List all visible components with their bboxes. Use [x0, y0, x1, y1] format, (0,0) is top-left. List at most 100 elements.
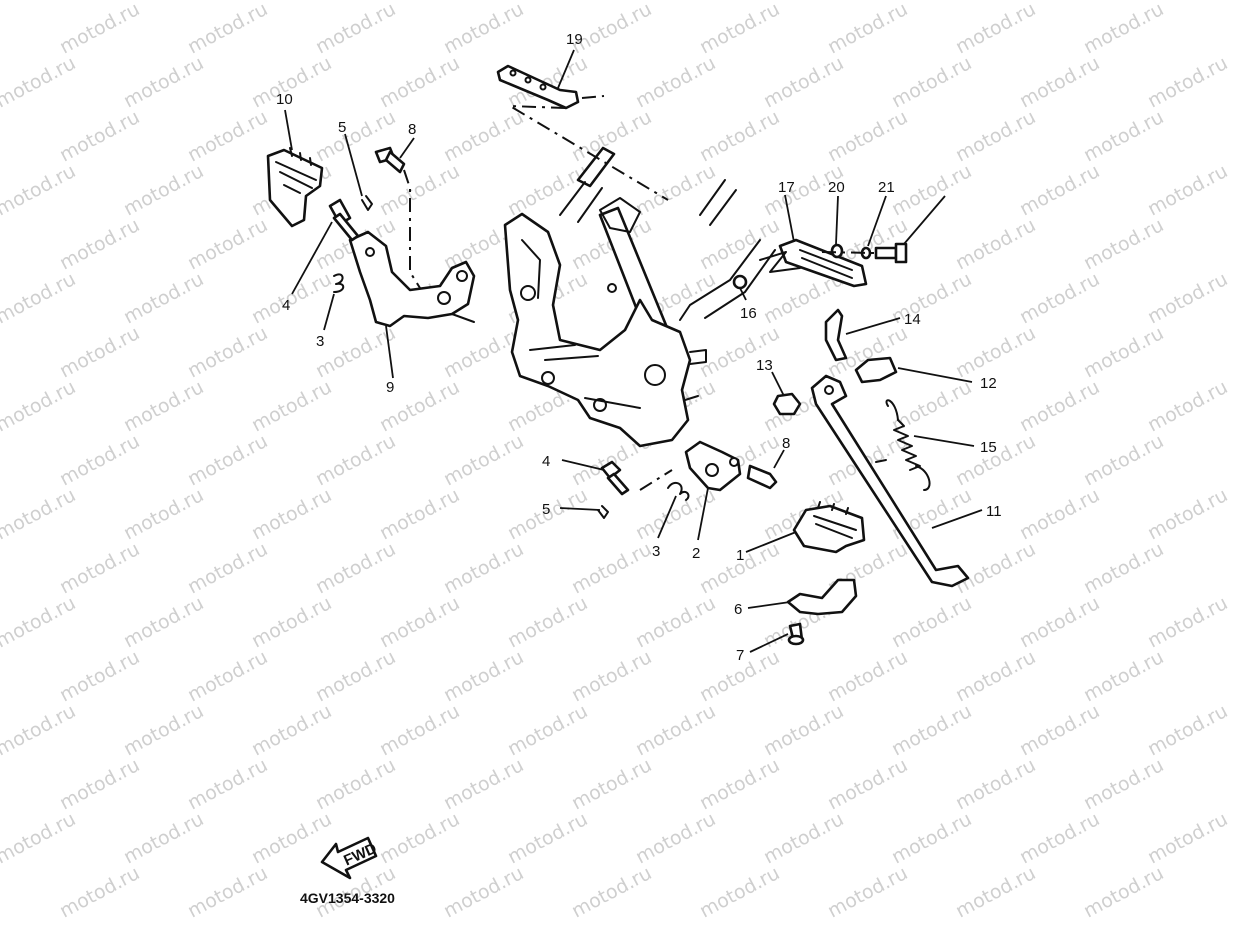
watermark-text: motod.ru — [824, 106, 911, 166]
watermark-text: motod.ru — [1016, 484, 1103, 544]
part-5-cotter-pin-upper — [361, 195, 373, 211]
part-10-rider-footrest-left — [266, 147, 324, 228]
watermark-text: motod.ru — [696, 214, 783, 274]
watermark-text: motod.ru — [56, 754, 143, 814]
watermark-text: motod.ru — [1080, 538, 1167, 598]
watermark-text: motod.ru — [696, 754, 783, 814]
part-8-bolt-lower — [746, 464, 778, 490]
part-3-spring-upper — [333, 273, 345, 293]
watermark-text: motod.ru — [504, 592, 591, 652]
watermark-text: motod.ru — [1144, 268, 1231, 328]
watermark-text: motod.ru — [1144, 484, 1231, 544]
watermark-text: motod.ru — [632, 160, 719, 220]
watermark-text: motod.ru — [440, 106, 527, 166]
watermark-text: motod.ru — [1080, 0, 1167, 58]
watermark-text: motod.ru — [56, 214, 143, 274]
forward-arrow-label: FWD — [341, 840, 379, 869]
callout-16: 16 — [740, 305, 757, 322]
watermark-text: motod.ru — [1080, 106, 1167, 166]
drawing-code: 4GV1354-3320 — [300, 890, 395, 906]
part-4-pin-lower — [600, 460, 630, 496]
watermark-text: motod.ru — [1016, 592, 1103, 652]
watermark-text: motod.ru — [1144, 376, 1231, 436]
part-6-cover-plate — [786, 578, 858, 616]
watermark-text: motod.ru — [888, 700, 975, 760]
watermark-text: motod.ru — [952, 646, 1039, 706]
watermark-text: motod.ru — [952, 538, 1039, 598]
watermark-text: motod.ru — [888, 52, 975, 112]
watermark-text: motod.ru — [0, 808, 79, 868]
part-14-plate — [824, 308, 848, 362]
watermark-text: motod.ru — [56, 430, 143, 490]
watermark-text: motod.ru — [632, 592, 719, 652]
callout-17: 17 — [778, 179, 795, 196]
leader-lines — [284, 49, 983, 653]
watermark-text: motod.ru — [0, 160, 79, 220]
watermark-text: motod.ru — [1016, 160, 1103, 220]
watermark-text: motod.ru — [184, 646, 271, 706]
watermark-text: motod.ru — [824, 0, 911, 58]
watermark-text: motod.ru — [696, 106, 783, 166]
watermark-text: motod.ru — [120, 592, 207, 652]
frame-assembly — [503, 146, 776, 448]
watermark-text: motod.ru — [56, 862, 143, 922]
watermark-text: motod.ru — [1080, 214, 1167, 274]
watermark-text: motod.ru — [952, 862, 1039, 922]
watermark-text: motod.ru — [440, 862, 527, 922]
callout-5-upper: 5 — [338, 119, 346, 136]
watermark-text: motod.ru — [120, 376, 207, 436]
callout-10: 10 — [276, 91, 293, 108]
watermark-text: motod.ru — [376, 160, 463, 220]
watermark-text: motod.ru — [56, 646, 143, 706]
watermark-text: motod.ru — [952, 322, 1039, 382]
callout-19: 20 — [828, 179, 845, 196]
watermark-text: motod.ru — [1080, 430, 1167, 490]
part-7-screw — [787, 622, 805, 646]
callout-7: 7 — [736, 647, 744, 664]
watermark-text: motod.ru — [184, 430, 271, 490]
callout-4-lower: 4 — [542, 453, 550, 470]
watermark-text: motod.ru — [0, 592, 79, 652]
callout-6: 6 — [734, 601, 742, 618]
watermark-text: motod.ru — [504, 808, 591, 868]
watermark-text: motod.ru — [632, 808, 719, 868]
watermark-text: motod.ru — [1016, 700, 1103, 760]
part-19-washer — [830, 243, 844, 259]
watermark-text: motod.ru — [312, 0, 399, 58]
watermark-text: motod.ru — [440, 538, 527, 598]
callout-8-lower: 8 — [782, 435, 790, 452]
watermark-text: motod.ru — [120, 268, 207, 328]
part-16-nut — [732, 274, 748, 290]
part-13-nut — [772, 392, 802, 416]
watermark-text: motod.ru — [376, 484, 463, 544]
watermark-text: motod.ru — [888, 592, 975, 652]
watermark-text: motod.ru — [56, 322, 143, 382]
callout-13: 13 — [756, 357, 773, 374]
watermark-text: motod.ru — [696, 0, 783, 58]
watermark-text: motod.ru — [1144, 808, 1231, 868]
watermark-text: motod.ru — [760, 808, 847, 868]
callout-labels: 19 10 5 8 4 3 9 17 20 21 16 14 13 12 15 … — [276, 31, 1002, 664]
part-1-rider-footrest-right — [792, 501, 866, 554]
watermark-text: motod.ru — [440, 430, 527, 490]
watermark-text: motod.ru — [568, 0, 655, 58]
watermark-text: motod.ru — [952, 214, 1039, 274]
watermark-text: motod.ru — [0, 0, 79, 4]
watermark-text: motod.ru — [1016, 808, 1103, 868]
callout-3-lower: 3 — [652, 543, 660, 560]
watermark-text: motod.ru — [952, 0, 1039, 58]
callout-11: 11 — [986, 503, 1002, 520]
watermark-text: motod.ru — [248, 268, 335, 328]
watermark-text: motod.ru — [0, 484, 79, 544]
watermark-text: motod.ru — [376, 592, 463, 652]
callout-5-lower: 5 — [542, 501, 550, 518]
watermark-text: motod.ru — [120, 484, 207, 544]
part-21-bolt — [821, 242, 908, 264]
watermark-text: motod.ru — [440, 754, 527, 814]
part-2-bracket — [684, 440, 742, 492]
watermark-text: motod.ru — [440, 646, 527, 706]
watermark-text: motod.ru — [248, 592, 335, 652]
watermark-text: motod.ru — [568, 754, 655, 814]
callout-12: 12 — [980, 375, 997, 392]
watermark-text: motod.ru — [952, 754, 1039, 814]
